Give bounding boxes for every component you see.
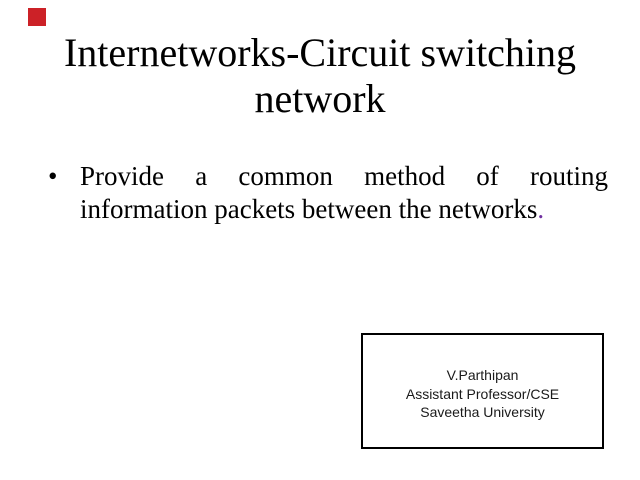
bullet-text-body: Provide a common method of routing infor… — [80, 161, 608, 224]
credit-name: V.Parthipan — [446, 367, 519, 384]
slide-title: Internetworks-Circuit switching network — [0, 30, 640, 122]
title-line-2: network — [254, 76, 386, 121]
title-line-1: Internetworks-Circuit switching — [63, 30, 577, 75]
red-square-marker — [28, 8, 46, 26]
credit-box: V.Parthipan Assistant Professor/CSE Save… — [361, 333, 604, 449]
bullet-marker-icon: • — [48, 161, 58, 191]
credit-org: Saveetha University — [420, 404, 545, 421]
credit-role: Assistant Professor/CSE — [405, 385, 560, 402]
credit-lines: V.Parthipan Assistant Professor/CSE Save… — [406, 366, 559, 422]
bullet-terminal-period: . — [537, 194, 545, 224]
bullet-text: Provide a common method of routing infor… — [80, 160, 608, 226]
bullet-item: • Provide a common method of routing inf… — [48, 160, 608, 226]
